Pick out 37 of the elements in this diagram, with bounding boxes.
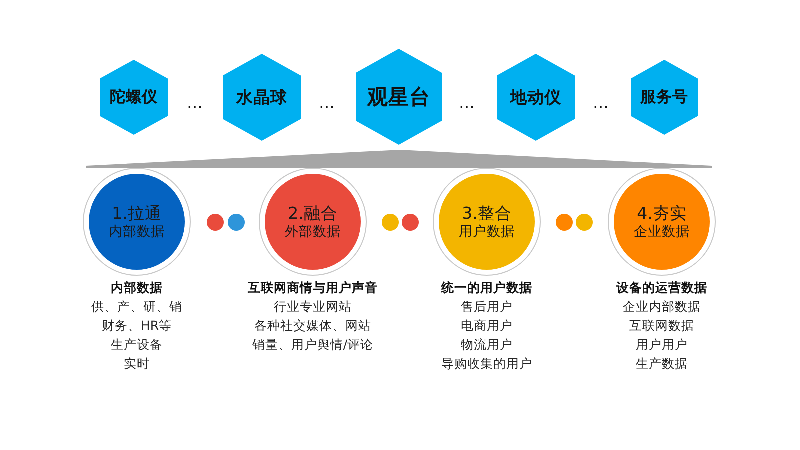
list-heading: 统一的用户数据 bbox=[442, 280, 532, 296]
wedge bbox=[86, 150, 712, 168]
ellipsis: … bbox=[319, 95, 335, 111]
step-title: 1.拉通 bbox=[112, 204, 162, 224]
list-item: 供、产、研、销 bbox=[92, 299, 182, 315]
list-item: 互联网数据 bbox=[630, 318, 694, 334]
list-heading: 互联网商情与用户声音 bbox=[248, 280, 378, 296]
step-title: 2.融合 bbox=[288, 204, 338, 224]
step-subtitle: 外部数据 bbox=[285, 224, 341, 240]
list-item: 生产设备 bbox=[111, 337, 163, 353]
ellipsis: … bbox=[459, 95, 475, 111]
node-label: 陀螺仪 bbox=[110, 88, 158, 107]
list-item: 实时 bbox=[124, 356, 150, 372]
node-label: 观星台 bbox=[368, 84, 430, 110]
step-subtitle: 企业数据 bbox=[634, 224, 690, 240]
list-item: 行业专业网站 bbox=[274, 299, 352, 315]
node-label: 地动仪 bbox=[510, 88, 562, 108]
step-subtitle: 内部数据 bbox=[109, 224, 165, 240]
ellipsis: … bbox=[593, 95, 609, 111]
list-item: 销量、用户舆情/评论 bbox=[252, 337, 374, 353]
list-item: 导购收集的用户 bbox=[442, 356, 532, 372]
node-label: 水晶球 bbox=[236, 88, 288, 108]
step-subtitle: 用户数据 bbox=[459, 224, 515, 240]
list-item: 物流用户 bbox=[461, 337, 513, 353]
list-item: 各种社交媒体、网站 bbox=[254, 318, 372, 334]
list-item: 生产数据 bbox=[636, 356, 688, 372]
list-item: 用户用户 bbox=[636, 337, 688, 353]
list-heading: 内部数据 bbox=[111, 280, 163, 296]
node-label: 服务号 bbox=[640, 88, 688, 107]
step-title: 4.夯实 bbox=[637, 204, 687, 224]
list-item: 售后用户 bbox=[461, 299, 513, 315]
list-item: 财务、HR等 bbox=[102, 318, 172, 334]
list-item: 电商用户 bbox=[461, 318, 513, 334]
step-title: 3.整合 bbox=[462, 204, 512, 224]
list-item: 企业内部数据 bbox=[623, 299, 701, 315]
list-heading: 设备的运营数据 bbox=[616, 280, 708, 296]
ellipsis: … bbox=[187, 95, 203, 111]
